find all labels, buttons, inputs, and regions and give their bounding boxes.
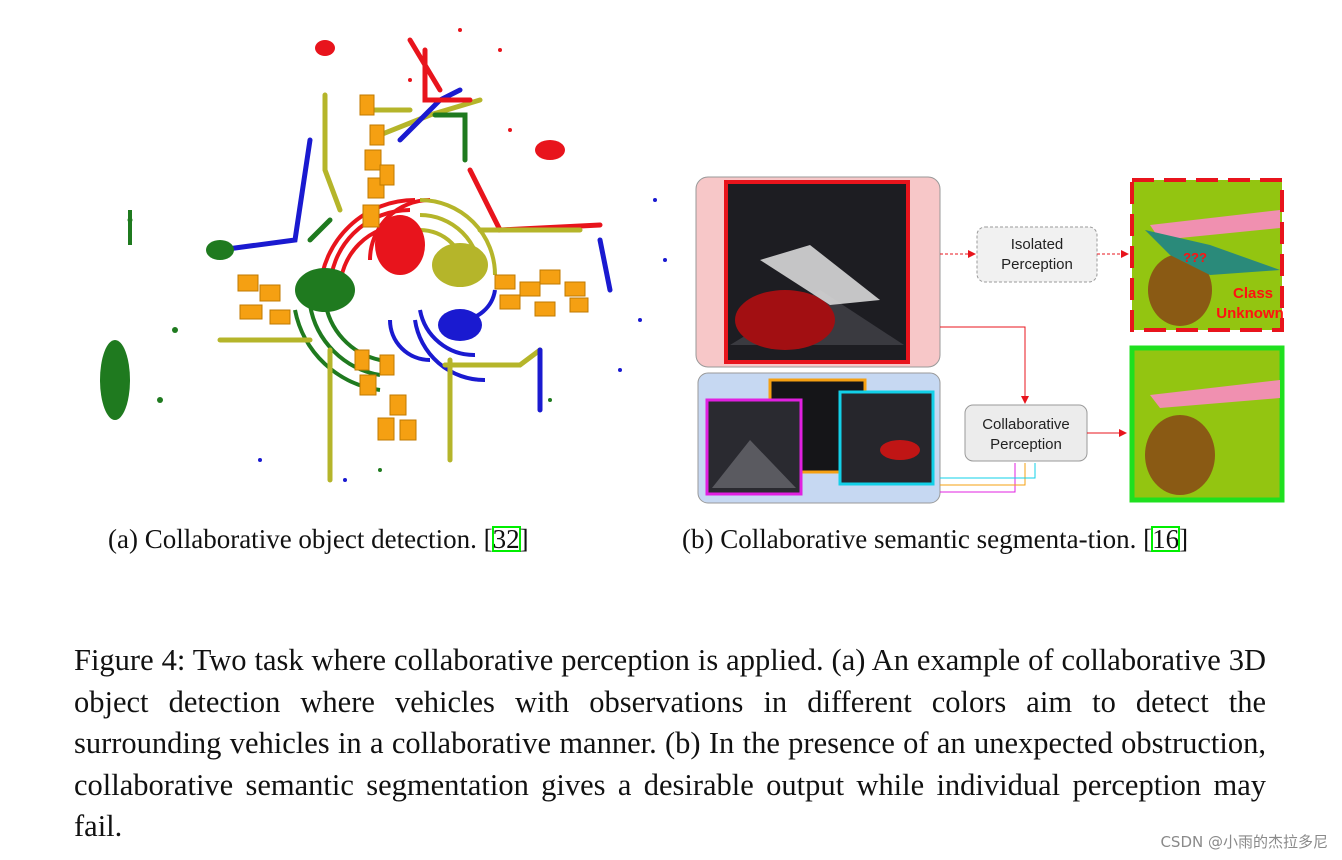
unknown-bird-region	[1145, 230, 1280, 275]
arrow-cyan	[940, 463, 1036, 479]
question-marks: ???	[1183, 250, 1207, 265]
lidar-detected-vehicles	[237, 94, 589, 441]
citation-link-32[interactable]: 32	[491, 524, 521, 554]
subfigure-a-caption: (a) Collaborative object detection. [32]	[108, 523, 668, 555]
lidar-road-lines	[217, 37, 613, 483]
collab-label-1: Collaborative	[982, 416, 1070, 433]
isolated-label-2: Perception	[1001, 256, 1073, 273]
citation-link-16[interactable]: 16	[1151, 524, 1181, 554]
arrow-orange	[940, 463, 1026, 486]
bird-obstruction	[760, 245, 880, 305]
class-unknown-label-1: Class	[1233, 285, 1273, 302]
caption-a-bracket: ]	[519, 524, 529, 554]
watermark: CSDN @小雨的杰拉多尼	[1160, 833, 1328, 851]
collab-label-2: Perception	[990, 436, 1062, 453]
class-unknown-label-2: Unknown	[1216, 305, 1284, 322]
caption-b-bracket: ]	[1179, 524, 1189, 554]
isolated-label-1: Isolated	[1011, 236, 1064, 253]
subfigure-b-caption: (b) Collaborative semantic segmenta-tion…	[682, 523, 1286, 555]
lidar-point-cloud	[100, 28, 667, 483]
figure-caption: Figure 4: Two task where collaborative p…	[74, 643, 1266, 843]
lidar-blobs	[100, 40, 565, 420]
arrow-ego-to-collab	[940, 326, 1029, 404]
caption-b-text: (b) Collaborative semantic segmenta-tion…	[682, 524, 1153, 554]
segmentation-diagram: Isolated Perception Collaborative Percep…	[695, 176, 1285, 504]
caption-a-text: (a) Collaborative object detection. [	[108, 524, 493, 554]
arrow-magenta	[940, 463, 1016, 493]
lidar-scatter	[127, 28, 667, 482]
camera-view-cyan	[838, 390, 935, 486]
